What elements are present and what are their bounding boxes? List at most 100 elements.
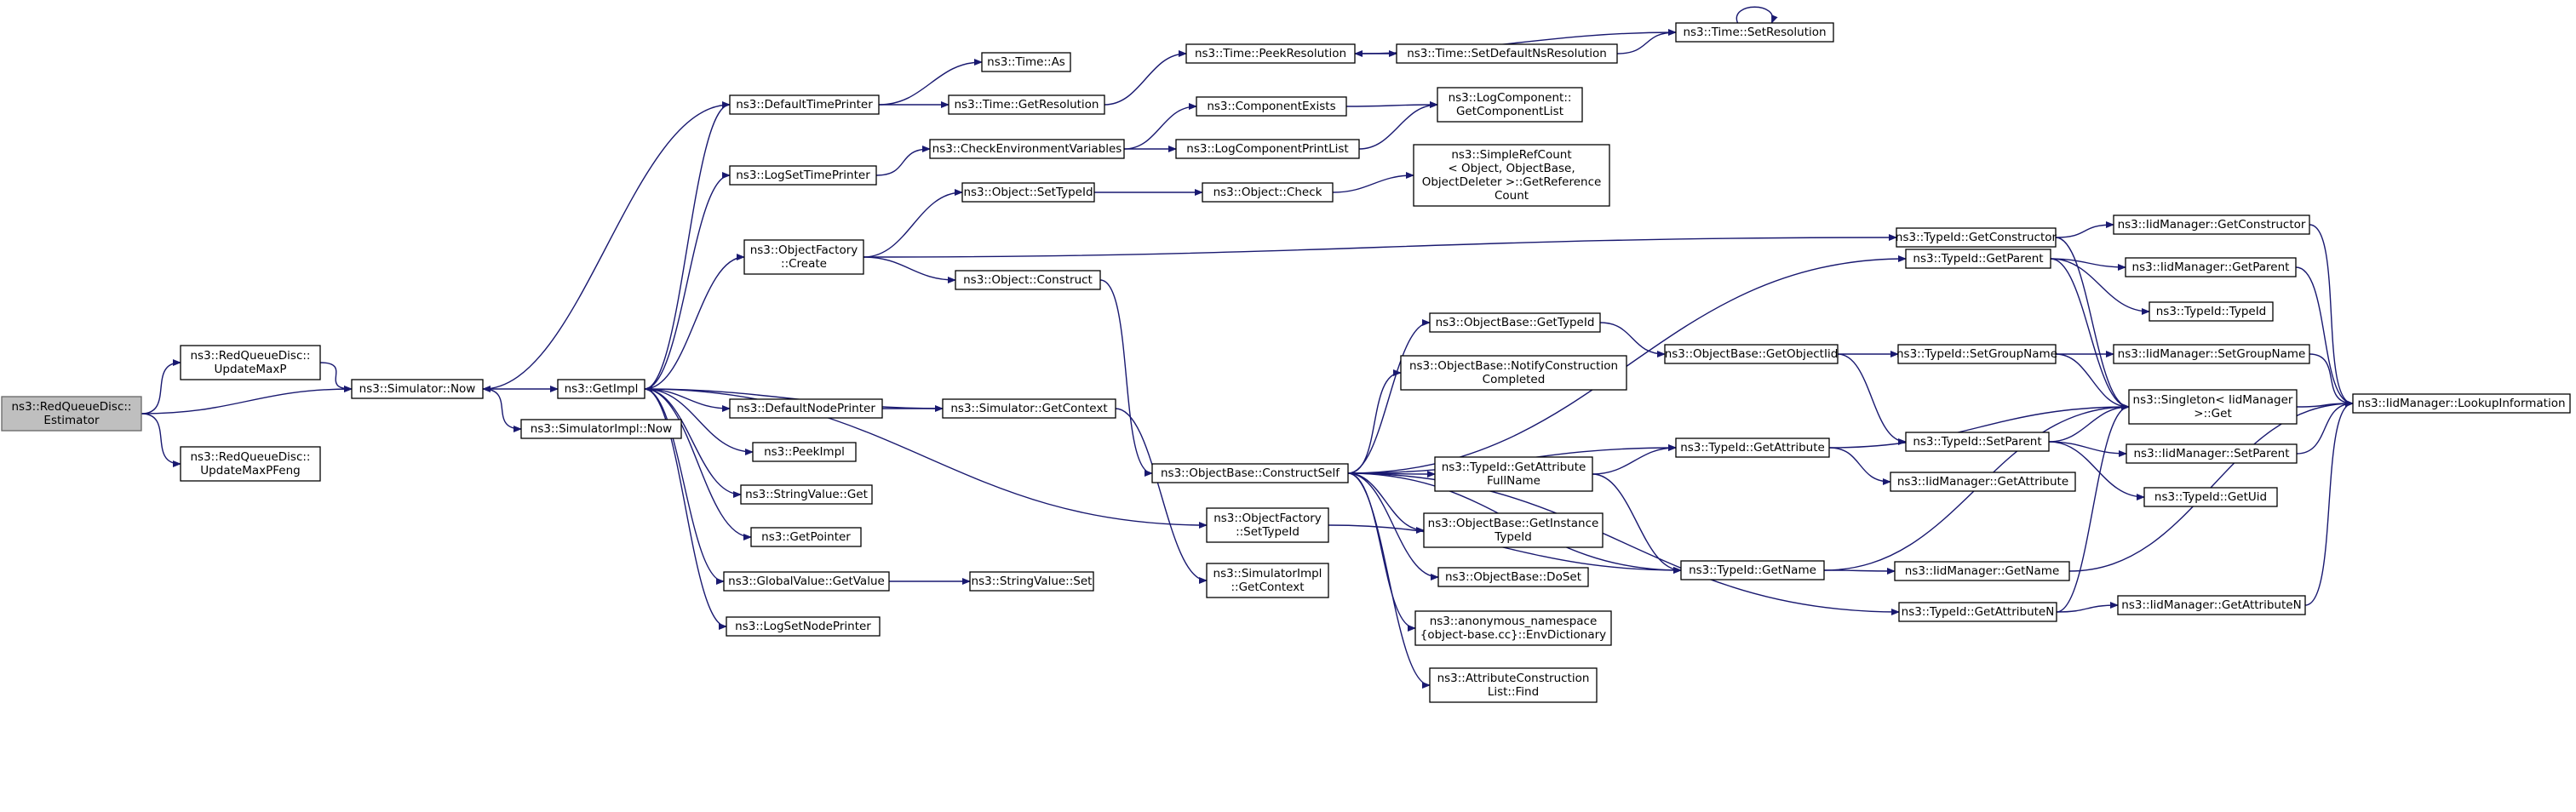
edge-objbaseconstructself-to-objbasedoset — [1347, 472, 1439, 580]
node-label: ns3::ObjectBase::GetInstance — [1428, 517, 1599, 530]
node-singletonget[interactable]: ns3::Singleton< IidManager>::Get — [2128, 389, 2298, 425]
edge-singletonget-to-iidmgrlookup — [2296, 400, 2354, 408]
node-updmaxpfeng[interactable]: ns3::RedQueueDisc::UpdateMaxPFeng — [180, 446, 321, 482]
node-objbasedoset[interactable]: ns3::ObjectBase::DoSet — [1437, 567, 1589, 587]
node-objbaseconstructself[interactable]: ns3::ObjectBase::ConstructSelf — [1151, 463, 1349, 483]
node-label: ns3::Time::SetResolution — [1683, 26, 1826, 39]
node-globalvalgetvalue[interactable]: ns3::GlobalValue::GetValue — [723, 571, 890, 592]
edge-estimator-to-simnow — [141, 386, 353, 415]
node-iidmgrgetparent[interactable]: ns3::IidManager::GetParent — [2125, 257, 2297, 277]
edge-getimpl-to-logsetnodeprinter — [644, 388, 727, 630]
node-getimpl[interactable]: ns3::GetImpl — [557, 379, 645, 399]
node-logcompprintlist[interactable]: ns3::LogComponentPrintList — [1175, 139, 1360, 159]
node-strvalget[interactable]: ns3::StringValue::Get — [740, 484, 873, 505]
node-typeidgetparent[interactable]: ns3::TypeId::GetParent — [1905, 249, 2051, 269]
node-label: ns3::Time::SetDefaultNsResolution — [1407, 47, 1607, 60]
node-typeidsetparent[interactable]: ns3::TypeId::SetParent — [1905, 432, 2050, 452]
node-label: ns3::TypeId::GetAttribute — [1442, 460, 1586, 474]
node-timesetdefns[interactable]: ns3::Time::SetDefaultNsResolution — [1396, 43, 1618, 64]
node-typeidtypeid[interactable]: ns3::TypeId::TypeId — [2149, 301, 2274, 322]
node-label: ns3::ObjectBase::GetTypeId — [1436, 316, 1595, 329]
node-iidmgrlookup[interactable]: ns3::IidManager::LookupInformation — [2352, 393, 2571, 414]
node-objcheck[interactable]: ns3::Object::Check — [1202, 182, 1334, 203]
node-getpointer[interactable]: ns3::GetPointer — [750, 527, 862, 547]
node-logcompgetlist[interactable]: ns3::LogComponent::GetComponentList — [1437, 87, 1583, 123]
node-objconstruct[interactable]: ns3::Object::Construct — [955, 270, 1101, 290]
node-box — [942, 398, 1116, 419]
node-objfactorysettypeid[interactable]: ns3::ObjectFactory::SetTypeId — [1206, 507, 1329, 543]
node-iidmgrgetattributen[interactable]: ns3::IidManager::GetAttributeN — [2117, 595, 2306, 615]
node-compexists[interactable]: ns3::ComponentExists — [1196, 96, 1347, 117]
edge-getimpl-to-objfactorycreate — [644, 254, 745, 390]
node-checkenv[interactable]: ns3::CheckEnvironmentVariables — [929, 139, 1125, 159]
node-box — [1206, 507, 1329, 543]
node-objsettypeid[interactable]: ns3::Object::SetTypeId — [961, 182, 1095, 203]
edge-timesetdefns-to-timesetres — [1616, 29, 1677, 54]
node-objfactorycreate[interactable]: ns3::ObjectFactory::Create — [743, 239, 864, 275]
node-box — [729, 165, 877, 186]
node-logsettimeprinter[interactable]: ns3::LogSetTimePrinter — [729, 165, 877, 186]
edge-objfactorycreate-to-objsettypeid — [863, 189, 963, 258]
node-simnow[interactable]: ns3::Simulator::Now — [351, 379, 484, 399]
node-label: {object-base.cc}::EnvDictionary — [1420, 628, 1606, 642]
node-typeidgetattribute[interactable]: ns3::TypeId::GetAttribute — [1675, 437, 1830, 458]
node-box — [1434, 456, 1593, 492]
node-label: ns3::TypeId::GetAttributeN — [1902, 605, 2055, 619]
node-timegetres[interactable]: ns3::Time::GetResolution — [948, 94, 1105, 115]
node-simimplgetcontext[interactable]: ns3::SimulatorImpl::GetContext — [1206, 563, 1329, 598]
node-objbasegetobjectiid[interactable]: ns3::ObjectBase::GetObjectIid — [1664, 344, 1839, 364]
node-updmaxp[interactable]: ns3::RedQueueDisc::UpdateMaxP — [180, 345, 321, 380]
node-simimplnow[interactable]: ns3::SimulatorImpl::Now — [520, 419, 682, 439]
node-box — [2117, 595, 2306, 615]
node-iidmgrsetgroupname[interactable]: ns3::IidManager::SetGroupName — [2113, 344, 2310, 364]
node-iidmgrgetname[interactable]: ns3::IidManager::GetName — [1894, 561, 2070, 581]
node-box — [752, 442, 857, 462]
node-peekimpl[interactable]: ns3::PeekImpl — [752, 442, 857, 462]
node-objbasegettypeid[interactable]: ns3::ObjectBase::GetTypeId — [1429, 312, 1601, 333]
node-typeidsetgroupname[interactable]: ns3::TypeId::SetGroupName — [1896, 344, 2057, 364]
node-typeidgetuid[interactable]: ns3::TypeId::GetUid — [2143, 487, 2278, 507]
node-timesetres[interactable]: ns3::Time::SetResolution — [1675, 22, 1834, 43]
node-deftimeprinter[interactable]: ns3::DefaultTimePrinter — [729, 94, 880, 115]
node-simgetcontext[interactable]: ns3::Simulator::GetContext — [942, 398, 1116, 419]
node-timeas[interactable]: ns3::Time::As — [981, 52, 1071, 72]
node-box — [2113, 214, 2310, 235]
node-label: ObjectDeleter >::GetReference — [1422, 175, 1602, 189]
node-box — [1894, 561, 2070, 581]
node-box — [1897, 344, 2057, 364]
edge-objbaseconstructself-to-objbasegettypeid — [1347, 319, 1431, 474]
node-label: ns3::AttributeConstruction — [1437, 672, 1590, 685]
node-timepeekres[interactable]: ns3::Time::PeekResolution — [1185, 43, 1356, 64]
node-box — [1896, 227, 2057, 248]
node-envdictionary[interactable]: ns3::anonymous_namespace{object-base.cc}… — [1414, 610, 1612, 646]
node-typeidgetattributen[interactable]: ns3::TypeId::GetAttributeN — [1898, 602, 2057, 622]
node-iidmgrgetattribute[interactable]: ns3::IidManager::GetAttribute — [1890, 472, 2076, 492]
node-label: ns3::LogSetTimePrinter — [736, 169, 870, 182]
node-label: ns3::TypeId::GetName — [1689, 563, 1816, 577]
node-label: ns3::GetPointer — [761, 530, 851, 544]
node-box — [2125, 257, 2297, 277]
node-objbasenotify[interactable]: ns3::ObjectBase::NotifyConstructionCompl… — [1400, 355, 1627, 391]
node-strvalset[interactable]: ns3::StringValue::Set — [969, 571, 1094, 592]
node-label: FullName — [1487, 474, 1540, 488]
node-box — [740, 484, 873, 505]
node-typeidgetconstructor[interactable]: ns3::TypeId::GetConstructor — [1896, 227, 2057, 248]
node-box — [1680, 560, 1825, 580]
node-label: UpdateMaxP — [215, 363, 287, 376]
node-estimator[interactable]: ns3::RedQueueDisc::Estimator — [1, 396, 142, 432]
node-label: ns3::TypeId::GetUid — [2154, 490, 2267, 504]
node-box — [2128, 389, 2298, 425]
node-logsetnodeprinter[interactable]: ns3::LogSetNodePrinter — [726, 616, 881, 637]
node-iidmgrsetparent[interactable]: ns3::IidManager::SetParent — [2126, 443, 2298, 464]
node-label: GetComponentList — [1456, 105, 1563, 118]
node-simplerefcount[interactable]: ns3::SimpleRefCount< Object, ObjectBase,… — [1413, 144, 1610, 207]
node-defnodeprinter[interactable]: ns3::DefaultNodePrinter — [729, 398, 883, 419]
node-label: < Object, ObjectBase, — [1448, 162, 1575, 175]
node-label: ns3::RedQueueDisc:: — [12, 400, 132, 414]
node-typeidgetname[interactable]: ns3::TypeId::GetName — [1680, 560, 1825, 580]
node-iidmgrgetconstructor[interactable]: ns3::IidManager::GetConstructor — [2113, 214, 2310, 235]
